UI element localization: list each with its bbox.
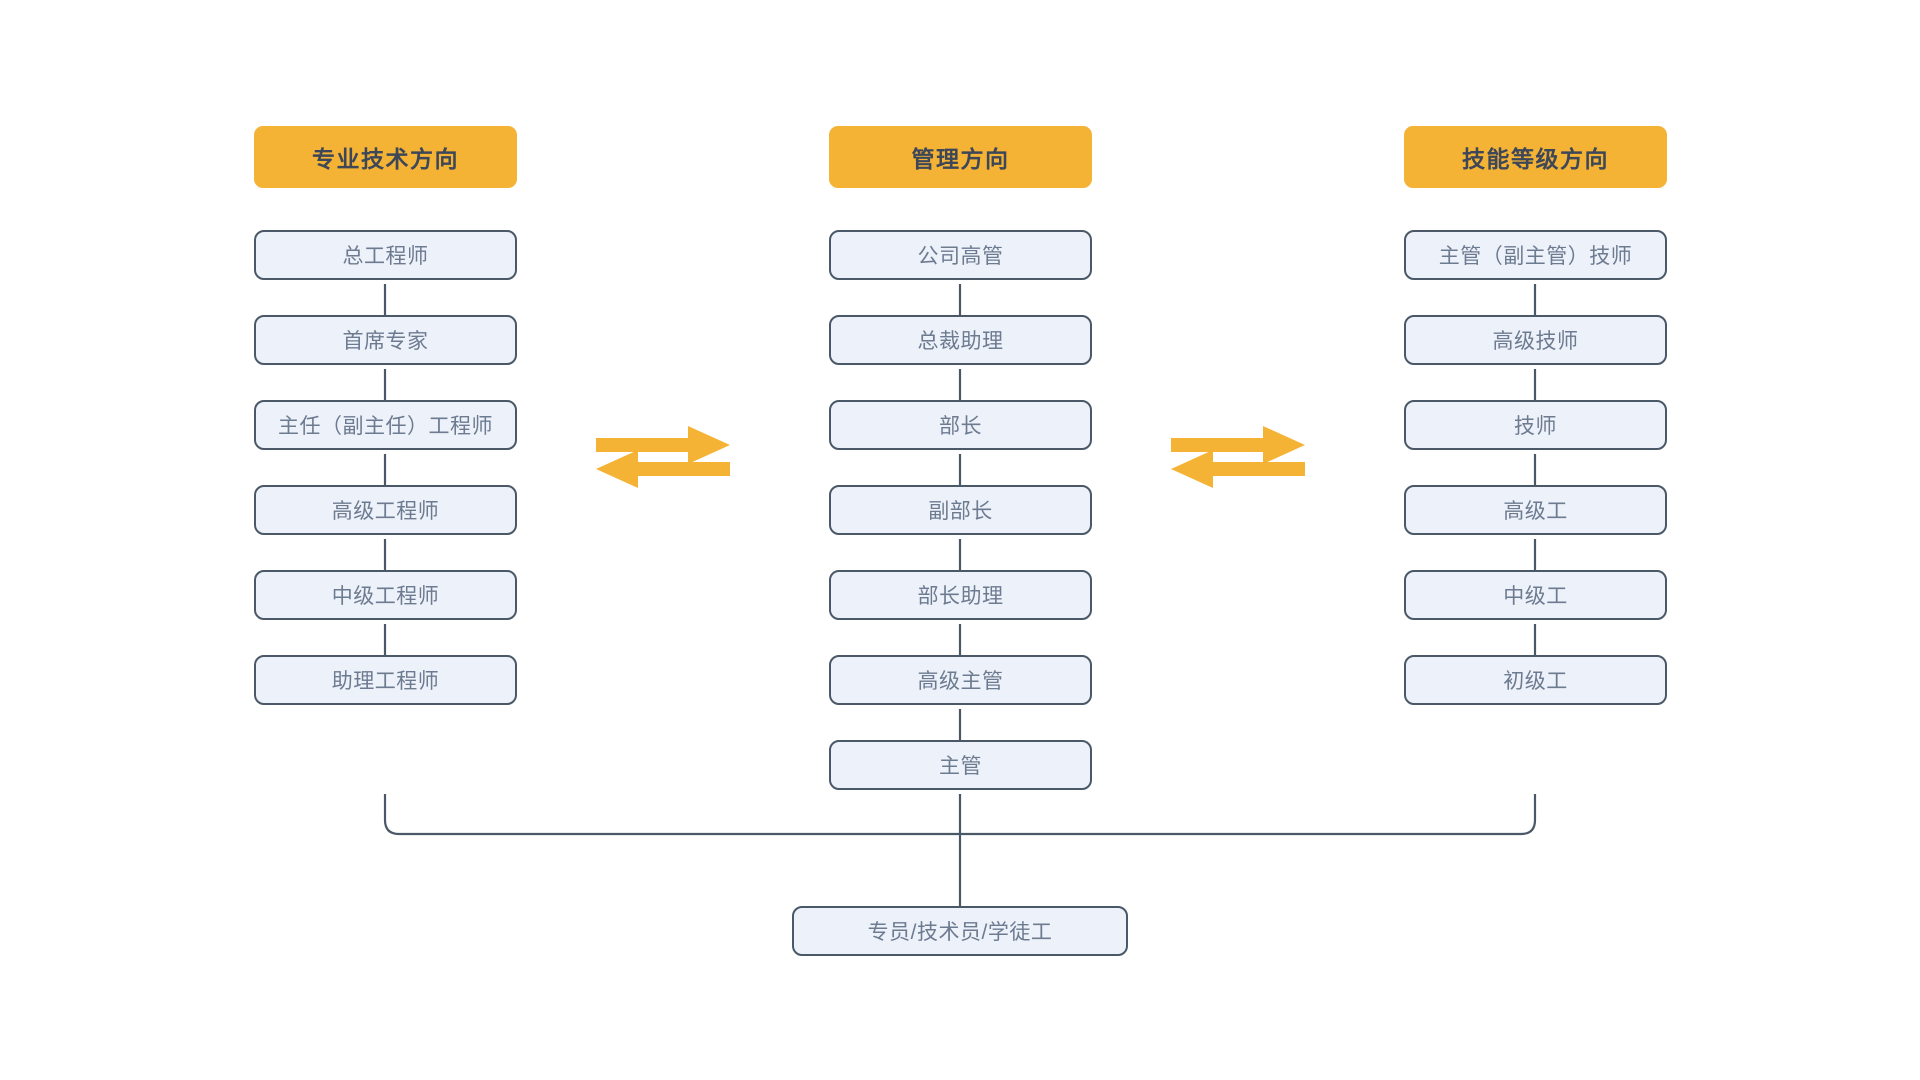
node-management-1[interactable]: 总裁助理: [829, 315, 1092, 365]
column-skill: 技能等级方向 主管（副主管）技师 高级技师 技师 高级工 中级工 初级工: [1404, 126, 1667, 705]
node-management-2[interactable]: 部长: [829, 400, 1092, 450]
node-technical-0[interactable]: 总工程师: [254, 230, 517, 280]
node-technical-1[interactable]: 首席专家: [254, 315, 517, 365]
node-skill-3[interactable]: 高级工: [1404, 485, 1667, 535]
node-skill-5[interactable]: 初级工: [1404, 655, 1667, 705]
connector-right-to-bus: [960, 794, 1537, 836]
node-management-5[interactable]: 高级主管: [829, 655, 1092, 705]
node-technical-3[interactable]: 高级工程师: [254, 485, 517, 535]
node-skill-1[interactable]: 高级技师: [1404, 315, 1667, 365]
exchange-arrows-management-skill[interactable]: [1167, 422, 1309, 492]
column-header-technical[interactable]: 专业技术方向: [254, 126, 517, 188]
node-technical-5[interactable]: 助理工程师: [254, 655, 517, 705]
node-skill-0[interactable]: 主管（副主管）技师: [1404, 230, 1667, 280]
node-management-4[interactable]: 部长助理: [829, 570, 1092, 620]
node-management-3[interactable]: 副部长: [829, 485, 1092, 535]
node-technical-2[interactable]: 主任（副主任）工程师: [254, 400, 517, 450]
node-entry-level[interactable]: 专员/技术员/学徒工: [792, 906, 1128, 956]
column-header-management[interactable]: 管理方向: [829, 126, 1092, 188]
column-header-skill[interactable]: 技能等级方向: [1404, 126, 1667, 188]
node-skill-4[interactable]: 中级工: [1404, 570, 1667, 620]
node-management-0[interactable]: 公司高管: [829, 230, 1092, 280]
column-technical: 专业技术方向 总工程师 首席专家 主任（副主任）工程师 高级工程师 中级工程师 …: [254, 126, 517, 705]
node-skill-2[interactable]: 技师: [1404, 400, 1667, 450]
node-management-6[interactable]: 主管: [829, 740, 1092, 790]
exchange-arrows-icon: [596, 426, 730, 488]
connector-left-to-bus: [383, 794, 960, 836]
exchange-arrows-technical-management[interactable]: [592, 422, 734, 492]
column-management: 管理方向 公司高管 总裁助理 部长 副部长 部长助理 高级主管 主管: [829, 126, 1092, 790]
node-technical-4[interactable]: 中级工程师: [254, 570, 517, 620]
exchange-arrows-icon: [1171, 426, 1305, 488]
